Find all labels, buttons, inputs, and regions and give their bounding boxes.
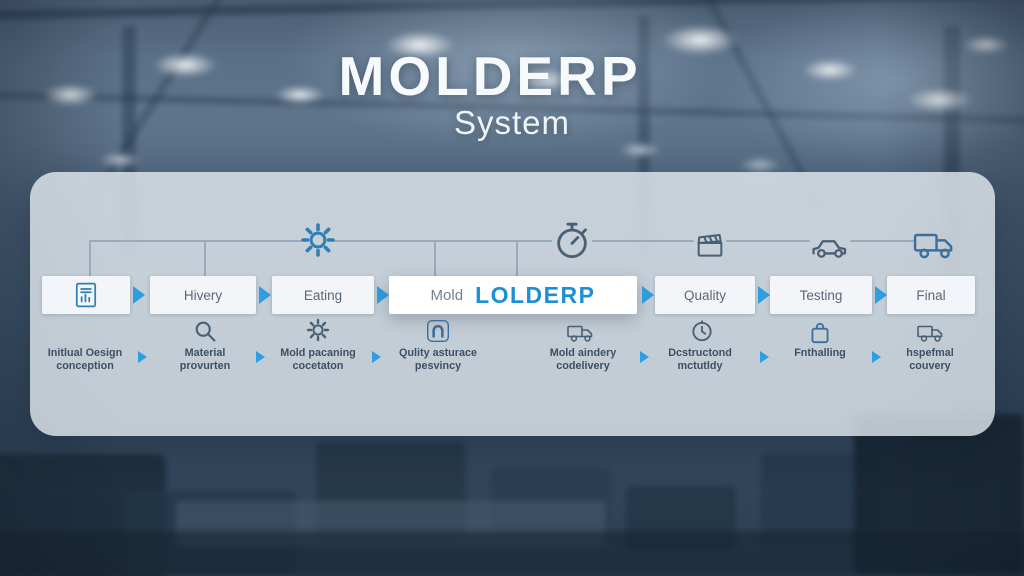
connector-stub — [204, 240, 206, 276]
connector-line — [90, 240, 302, 242]
flow-step-label: Quality — [683, 287, 727, 303]
flow-step-label: Testing — [799, 287, 843, 303]
chevron-right-icon — [259, 286, 271, 304]
flow-step: Final — [887, 276, 975, 314]
truck-icon — [566, 322, 596, 344]
flow-step-prefix: Mold — [430, 286, 464, 304]
magnifier-icon — [192, 318, 218, 344]
process-substep-label: Mold aindery codelivery — [549, 347, 617, 372]
chevron-right-icon — [133, 286, 145, 304]
gear-icon — [306, 318, 330, 342]
gear-icon — [300, 222, 336, 258]
car-icon — [810, 234, 850, 260]
chevron-right-icon — [758, 286, 770, 304]
connector-line — [850, 240, 914, 242]
bag-icon — [808, 320, 832, 346]
truck-icon — [916, 322, 946, 344]
flow-step: Quality — [655, 276, 755, 314]
process-substep-label: Fnthalling — [794, 347, 846, 359]
clapperboard-icon — [694, 230, 726, 260]
stopwatch-icon — [552, 218, 592, 262]
flow-step-highlight: Mold LOLDERP — [389, 276, 637, 314]
flow-step-label: Hivery — [183, 287, 223, 303]
magnet-icon — [425, 318, 451, 344]
process-substep-label: Qulity asturace pesvincy — [398, 347, 477, 372]
flow-step: Testing — [770, 276, 872, 314]
connector-line — [726, 240, 810, 242]
chevron-right-icon — [760, 351, 769, 363]
connector-stub — [434, 240, 436, 276]
chevron-right-icon — [256, 351, 265, 363]
connector-line — [592, 240, 694, 242]
flow-step-label: Eating — [303, 287, 343, 303]
chevron-right-icon — [875, 286, 887, 304]
app-title: MOLDERP — [338, 45, 642, 107]
flow-step-brand: LOLDERP — [475, 281, 596, 308]
process-substep-label: Initlual Oesign conception — [47, 347, 123, 372]
connector-stub — [516, 240, 518, 276]
flow-step-design — [42, 276, 130, 314]
chevron-right-icon — [640, 351, 649, 363]
connector-stub — [89, 240, 91, 276]
clock-icon — [689, 318, 715, 344]
chevron-right-icon — [642, 286, 654, 304]
flow-step: Eating — [272, 276, 374, 314]
chevron-right-icon — [372, 351, 381, 363]
connector-line — [334, 240, 552, 242]
chevron-right-icon — [872, 351, 881, 363]
process-substep-label: Mold pacaning cocetaton — [280, 347, 356, 372]
clipboard-chart-icon — [73, 280, 99, 310]
chevron-right-icon — [138, 351, 147, 363]
app-subtitle: System — [453, 104, 571, 141]
chevron-right-icon — [377, 286, 389, 304]
process-substep-label: Dcstructond mctutldy — [668, 347, 732, 372]
process-substep-label: Material provurten — [179, 347, 231, 372]
flow-step-label: Final — [916, 287, 946, 303]
truck-icon — [912, 228, 958, 262]
process-substep-label: hspefmal couvery — [906, 347, 954, 372]
flow-step: Hivery — [150, 276, 256, 314]
